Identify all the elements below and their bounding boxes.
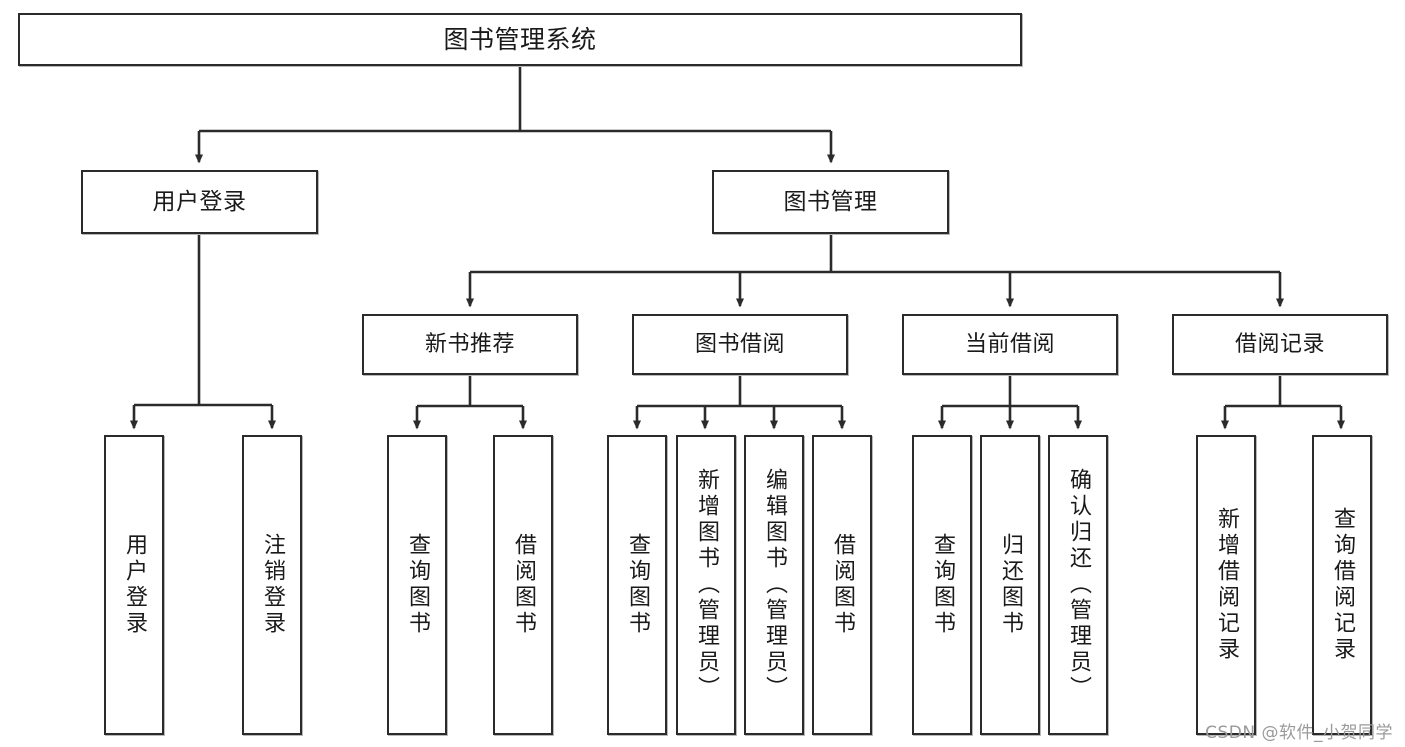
node-label: 查询借阅记录 [1330, 507, 1355, 663]
leaf-add-borrow-record[interactable]: 新增借阅记录 [1196, 435, 1256, 735]
node-label: 新增借阅记录 [1214, 507, 1239, 663]
node-label: 借阅图书 [511, 533, 536, 637]
node-label: 用户登录 [122, 533, 147, 637]
leaf-logout[interactable]: 注销登录 [242, 435, 302, 735]
leaf-borrow-books-recommendation[interactable]: 借阅图书 [493, 435, 553, 735]
node-label: 注销登录 [260, 533, 285, 637]
node-label: 图书借阅 [694, 331, 785, 357]
leaf-query-books-borrow[interactable]: 查询图书 [607, 435, 667, 735]
leaf-query-borrow-record[interactable]: 查询借阅记录 [1312, 435, 1372, 735]
node-book-management[interactable]: 图书管理 [712, 170, 949, 234]
node-book-borrowing[interactable]: 图书借阅 [632, 314, 848, 375]
node-label: 查询图书 [625, 533, 650, 637]
leaf-edit-book-admin[interactable]: 编辑图书（管理员） [744, 435, 804, 735]
leaf-query-books-current[interactable]: 查询图书 [912, 435, 972, 735]
node-label: 图书管理系统 [443, 25, 597, 54]
node-new-book-recommendation[interactable]: 新书推荐 [362, 314, 578, 375]
leaf-user-login[interactable]: 用户登录 [104, 435, 164, 735]
node-label: 确认归还（管理员） [1066, 468, 1091, 702]
node-label: 借阅图书 [830, 533, 855, 637]
node-current-borrowing[interactable]: 当前借阅 [902, 314, 1118, 375]
leaf-confirm-return-admin[interactable]: 确认归还（管理员） [1048, 435, 1108, 735]
node-label: 编辑图书（管理员） [762, 468, 787, 702]
node-label: 新增图书（管理员） [694, 468, 719, 702]
leaf-borrow-books[interactable]: 借阅图书 [812, 435, 872, 735]
leaf-add-book-admin[interactable]: 新增图书（管理员） [676, 435, 736, 735]
leaf-query-books-recommendation[interactable]: 查询图书 [387, 435, 447, 735]
node-label: 用户登录 [152, 188, 247, 215]
node-label: 新书推荐 [424, 331, 515, 357]
node-label: 图书管理 [783, 188, 878, 215]
node-label: 当前借阅 [964, 331, 1055, 357]
node-label: 查询图书 [405, 533, 430, 637]
node-label: 归还图书 [998, 533, 1023, 637]
node-book-management-system[interactable]: 图书管理系统 [18, 13, 1022, 66]
node-borrowing-records[interactable]: 借阅记录 [1172, 314, 1388, 375]
node-label: 借阅记录 [1234, 331, 1325, 357]
leaf-return-books[interactable]: 归还图书 [980, 435, 1040, 735]
node-label: 查询图书 [930, 533, 955, 637]
node-user-login[interactable]: 用户登录 [81, 170, 318, 234]
